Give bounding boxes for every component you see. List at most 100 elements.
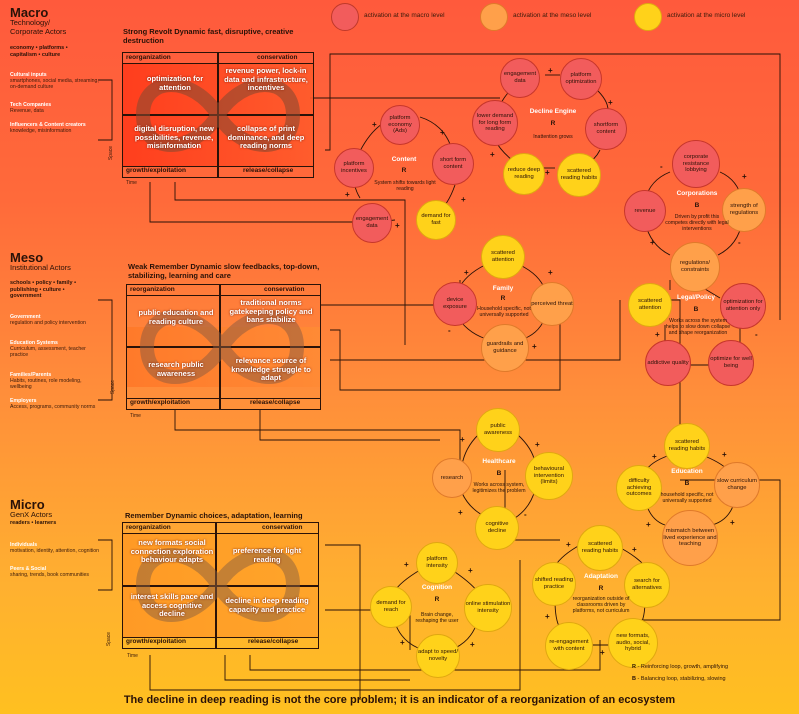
- sign-plus: +: [395, 221, 400, 230]
- sign-plus: +: [608, 98, 613, 107]
- sign-plus: +: [646, 520, 651, 529]
- node-revenue: revenue: [624, 190, 666, 232]
- meso-q1: public education and reading culture: [138, 308, 214, 326]
- loop-decline-desc: Inattention grows: [533, 134, 573, 140]
- micro-space-axis: Space: [106, 631, 113, 647]
- loop-decline-title: Decline Engine: [529, 108, 577, 115]
- loop-education-title: Education: [671, 468, 703, 475]
- node-device-exposure: device exposure: [433, 282, 477, 326]
- sign-plus: +: [468, 566, 473, 575]
- node-adapt-speed: adapt to speed/ novelty: [416, 634, 460, 678]
- sign-minus: -: [738, 238, 741, 247]
- node-platform-incentives: platform incentives: [334, 148, 374, 188]
- macro-reorganization-label: reorganization: [126, 54, 171, 61]
- micro-q3: interest skills pace and access cognitiv…: [130, 592, 214, 618]
- sign-minus: -: [524, 510, 527, 519]
- micro-time-axis: Time: [127, 653, 138, 659]
- node-shifted-reading: shifted reading practice: [532, 562, 576, 606]
- micro-infinity-loop: [135, 548, 301, 622]
- meso-growth-label: growth/exploitation: [130, 399, 190, 406]
- legend-balancing: B - Balancing loop, stabilizing, slowing: [632, 676, 726, 682]
- legend-meso-dot: [480, 3, 508, 31]
- sign-plus: +: [655, 330, 660, 339]
- macro-release-label: release/collapse: [243, 167, 294, 174]
- macro-dynamic-title: Strong Revolt Dynamic fast, disruptive, …: [123, 27, 294, 45]
- sign-plus: +: [650, 238, 655, 247]
- sign-plus: +: [464, 268, 469, 277]
- micro-conservation-label: conservation: [262, 524, 303, 531]
- sign-plus: +: [548, 66, 553, 75]
- loop-adaptation-title: Adaptation: [584, 573, 618, 580]
- node-addictive-quality: addictive quality: [645, 340, 691, 386]
- meso-q4: relevance source of knowledge struggle t…: [231, 356, 311, 382]
- sign-plus: +: [532, 342, 537, 351]
- macro-infinity-loop: [135, 78, 301, 152]
- sign-plus: +: [461, 195, 466, 204]
- meso-reorganization-label: reorganization: [130, 286, 175, 293]
- meso-q3: research public awareness: [148, 360, 204, 378]
- micro-title: Micro: [10, 497, 45, 512]
- loop-adaptation-type: R: [598, 585, 604, 592]
- sign-minus: -: [755, 330, 758, 339]
- loop-content-desc: System shifts towards light reading: [374, 180, 436, 192]
- sign-plus: +: [600, 648, 605, 657]
- sign-plus: +: [372, 120, 377, 129]
- macro-space-axis: Space: [108, 145, 115, 161]
- micro-q4: decline in deep reading capacity and pra…: [225, 596, 309, 614]
- legend-macro-label: activation at the macro level: [364, 12, 445, 19]
- micro-release-label: release/collapse: [248, 638, 299, 645]
- node-strength-regulations: strength of regulations: [722, 188, 766, 232]
- loop-family-type: R: [500, 295, 506, 302]
- loop-corporations-title: Corporations: [676, 190, 718, 197]
- node-research: research: [432, 458, 472, 498]
- sign-plus: +: [400, 638, 405, 647]
- node-scattered-attention: scattered attention: [481, 235, 525, 279]
- sign-plus: +: [545, 612, 550, 621]
- node-corporate-lobbying: corporate resistance lobbying: [672, 140, 720, 188]
- node-platform-intensity: platform intensity: [416, 542, 458, 584]
- node-demand-for-reach: demand for reach: [370, 586, 412, 628]
- loop-healthcare-type: B: [496, 470, 502, 477]
- micro-q2: preference for light reading: [232, 546, 302, 564]
- loop-legal-type: B: [693, 306, 699, 313]
- loop-cognition-title: Cognition: [421, 584, 453, 591]
- macro-q4: collapse of print dominance, and deep re…: [227, 124, 305, 150]
- loop-corporations-desc: Driven by profit this competes directly …: [665, 214, 729, 232]
- macro-examples: economy • platforms • capitalism • cultu…: [10, 45, 68, 58]
- node-scattered-reading-habits-2: scattered reading habits: [664, 423, 710, 469]
- node-public-awareness: public awareness: [476, 408, 520, 452]
- macro-q2: revenue power, lock-in data and infrastr…: [224, 66, 308, 92]
- sign-plus: +: [545, 168, 550, 177]
- node-scattered-reading-habits: scattered reading habits: [557, 153, 601, 197]
- sign-plus: +: [345, 190, 350, 199]
- loop-cognition-type: R: [434, 596, 440, 603]
- meso-infinity-loop: [139, 310, 305, 384]
- loop-healthcare-desc: Works across system, legitimizes the pro…: [472, 482, 526, 494]
- sign-plus: +: [722, 450, 727, 459]
- meso-conservation-label: conservation: [264, 286, 305, 293]
- sign-minus: -: [660, 162, 663, 171]
- node-search-alternatives: search for alternatives: [624, 562, 670, 608]
- legend-meso-label: activation at the meso level: [513, 12, 592, 19]
- meso-dynamic-title: Weak Remember Dynamic slow feedbacks, to…: [128, 262, 320, 280]
- node-behavioural-intervention: behavioural intervention (limits): [525, 452, 573, 500]
- legend-micro-label: activation at the micro level: [667, 12, 746, 19]
- micro-q1: new formats social connection exploratio…: [130, 538, 214, 564]
- legend-micro-dot: [634, 3, 662, 31]
- macro-q3: digital disruption, new possibilities, r…: [134, 124, 214, 150]
- sign-plus: +: [730, 518, 735, 527]
- loop-education-type: B: [684, 480, 690, 487]
- meso-adaptive-cycle: reorganization conservation growth/explo…: [126, 284, 321, 410]
- sign-minus: -: [448, 326, 451, 335]
- loop-legal-title: Legal/Policy: [677, 294, 715, 301]
- node-reengagement: re-engagement with content: [545, 622, 593, 670]
- node-guardrails: guardrails and guidance: [481, 324, 529, 372]
- node-demand-for-fast: demand for fast: [416, 200, 456, 240]
- node-new-formats: new formats, audio, social, hybrid: [608, 618, 658, 668]
- sign-plus: +: [652, 452, 657, 461]
- node-optimize-wellbeing: optimize for well being: [708, 340, 754, 386]
